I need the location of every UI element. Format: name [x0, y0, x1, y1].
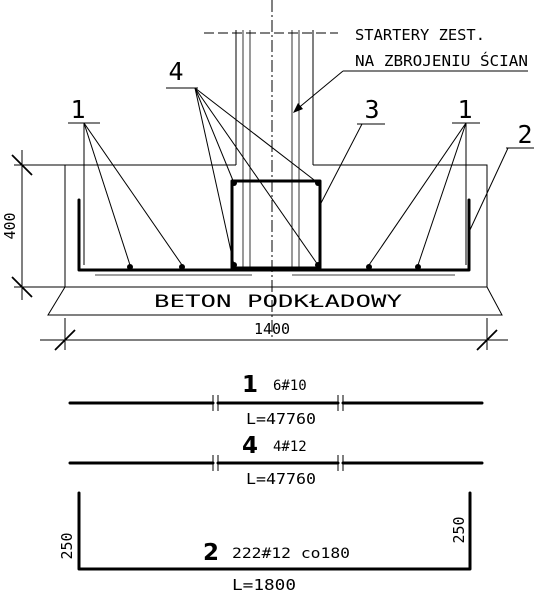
schedule-bar-2-leg-right: 250 — [450, 516, 468, 543]
mark-2: 2 — [517, 120, 532, 149]
leader-4: 4 — [166, 57, 319, 266]
schedule-bar-4-length: L=47760 — [246, 470, 316, 488]
schedule-bar-2-mark: 2 — [203, 540, 219, 566]
schedule-bar-2-length: L=1800 — [232, 576, 296, 594]
dimension-width: 1400 — [40, 318, 508, 351]
schedule-bar-4-spec: 4#12 — [273, 439, 307, 455]
concrete-base-label: BETON PODKŁADOWY — [154, 292, 402, 312]
mark-3: 3 — [364, 95, 379, 124]
schedule-bar-2-leg-left: 250 — [58, 532, 76, 559]
leader-1-left: 1 — [68, 95, 183, 266]
mark-4: 4 — [168, 57, 183, 86]
schedule-bar-4: 4 4#12 L=47760 — [68, 433, 484, 488]
mark-1-left: 1 — [70, 95, 85, 124]
schedule-bar-4-mark: 4 — [242, 433, 258, 459]
dimension-height: 400 — [1, 150, 65, 300]
leader-3: 3 — [319, 95, 385, 206]
concrete-base: BETON PODKŁADOWY — [47, 286, 503, 316]
starters-label-line2: NA ZBROJENIU ŚCIAN — [355, 51, 528, 70]
schedule-bar-1-spec: 6#10 — [273, 378, 307, 394]
starters-note: STARTERY ZEST. NA ZBROJENIU ŚCIAN — [293, 26, 528, 113]
bar-2-stirrup — [77, 198, 471, 272]
schedule-bar-2-spec: 222#12 co180 — [232, 546, 350, 562]
starters-label-line1: STARTERY ZEST. — [355, 26, 485, 44]
mark-1-right: 1 — [457, 95, 472, 124]
wall — [204, 0, 338, 340]
bar-1-dot — [415, 264, 421, 270]
bar-1-dot — [366, 264, 372, 270]
schedule-bar-1: 1 6#10 L=47760 — [68, 372, 484, 428]
bar-3-frame — [230, 179, 322, 270]
dimension-height-label: 400 — [1, 212, 19, 239]
schedule-bar-1-length: L=47760 — [246, 410, 316, 428]
bar-1-dot — [127, 264, 133, 270]
leader-2: 2 — [468, 120, 534, 233]
reinforcement — [77, 179, 471, 276]
schedule-bar-1-mark: 1 — [242, 372, 258, 398]
dimension-width-label: 1400 — [254, 320, 290, 338]
schedule-bar-2: 250 250 2 222#12 co180 L=1800 — [58, 491, 472, 594]
leader-1-right: 1 — [368, 95, 480, 266]
bar-1-dot — [179, 264, 185, 270]
